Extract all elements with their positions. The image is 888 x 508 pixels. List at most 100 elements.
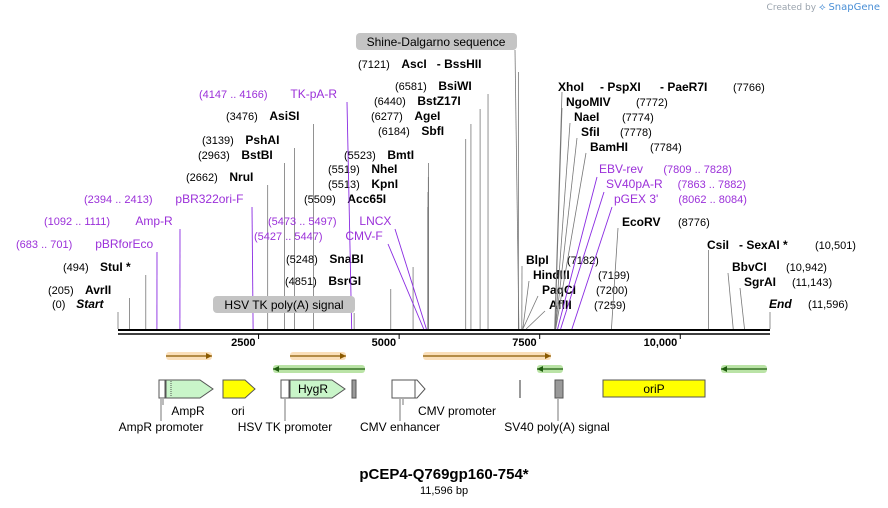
enzyme-name: AscI: [401, 57, 426, 71]
primer-name: pBRforEco: [95, 237, 153, 251]
enzyme-site-line: [522, 295, 539, 330]
enzyme-coordinate: (6184): [378, 126, 410, 138]
primer-line: [387, 243, 425, 330]
scale-tick-label: 10,000: [644, 337, 678, 349]
enzyme-name: SbfI: [421, 124, 444, 138]
enzyme-coordinate: (6277): [371, 111, 403, 123]
enzyme-name: PaqCI: [542, 283, 576, 297]
primer-range: (7809 .. 7828): [663, 164, 732, 176]
scale-tick-label: 2500: [231, 337, 255, 349]
primer-name: Amp-R: [135, 214, 173, 228]
primer-name: SV40pA-R: [606, 177, 663, 191]
enzyme-name: NruI: [229, 170, 253, 184]
enzyme-name: NaeI: [574, 110, 599, 124]
enzyme-name: BsrGI: [328, 274, 361, 288]
enzyme-name: PshAI: [245, 133, 279, 147]
feature-label: CMV promoter: [418, 404, 496, 418]
enzyme-coordinate: (205): [48, 285, 74, 297]
feature-label: CMV enhancer: [360, 420, 440, 434]
enzyme-name: StuI *: [100, 260, 131, 274]
feature-label: ori: [231, 404, 244, 418]
enzyme-coordinate: (5513): [328, 179, 360, 191]
primer-line: [557, 176, 598, 330]
primer-range: (8062 .. 8084): [678, 194, 747, 206]
enzyme-name: BsiWI: [438, 79, 471, 93]
primer-name: pBR322ori-F: [175, 192, 243, 206]
orf-orange-arrowhead-icon: [206, 353, 212, 359]
enzyme-coordinate: (7784): [650, 142, 682, 154]
enzyme-name: AgeI: [414, 109, 440, 123]
enzyme-name: BstZ17I: [417, 94, 460, 108]
enzyme-name: EcoRV: [622, 215, 660, 229]
enzyme-coordinate: (5523): [344, 150, 376, 162]
enzyme-coordinate: (2662): [186, 172, 218, 184]
enzyme-name: End: [769, 297, 792, 311]
enzyme-name: XhoI: [558, 80, 584, 94]
enzyme-coordinate: (6581): [395, 81, 427, 93]
enzyme-coordinate: (8776): [678, 217, 710, 229]
enzyme-name: BamHI: [590, 140, 628, 154]
primer-name: TK-pA-R: [290, 87, 337, 101]
enzyme-coordinate: (6440): [374, 96, 406, 108]
feature-label: HSV TK promoter: [238, 420, 332, 434]
primer-range: (1092 .. 1111): [44, 216, 110, 228]
hsv-tk-polya-feature: [351, 379, 357, 399]
enzyme-coordinate: (11,143): [792, 277, 832, 289]
enzyme-name: - PspXI: [600, 80, 641, 94]
enzyme-coordinate: (10,501): [815, 240, 856, 252]
enzyme-name: SfiI: [581, 125, 600, 139]
enzyme-coordinate: (494): [63, 262, 89, 274]
enzyme-name: AsiSI: [269, 109, 299, 123]
feature-label: AmpR: [171, 404, 205, 418]
plasmid-length: 11,596 bp: [419, 485, 469, 497]
orf-green-arrowhead-icon: [721, 366, 727, 372]
site-line: [514, 49, 520, 330]
enzyme-coordinate: (2963): [198, 150, 230, 162]
enzyme-name: Acc65I: [347, 192, 386, 206]
site-label: Shine-Dalgarno sequence: [367, 35, 506, 49]
enzyme-name: Start: [76, 297, 104, 311]
enzyme-coordinate: (7121): [358, 59, 390, 71]
cmv-enhancer-feature: [391, 379, 426, 399]
enzyme-coordinate: (5248): [286, 254, 318, 266]
orf-orange-arrowhead-icon: [340, 353, 346, 359]
enzyme-site-line: [554, 122, 571, 330]
enzyme-coordinate: (7766): [733, 82, 765, 94]
enzyme-site-line: [739, 287, 745, 330]
enzyme-coordinate: (7199): [598, 270, 630, 282]
enzyme-name: - PaeR7I: [660, 80, 707, 94]
primer-name: CMV-F: [345, 229, 382, 243]
enzyme-name: AvrII: [85, 283, 111, 297]
enzyme-name: KpnI: [371, 177, 398, 191]
orip-label: oriP: [643, 382, 664, 396]
hygr-feature: [289, 379, 346, 399]
primer-range: (5473 .. 5497): [268, 216, 337, 228]
enzyme-site-line: [525, 310, 546, 330]
enzyme-name: AflII: [549, 298, 572, 312]
hygr-label: HygR: [298, 382, 328, 396]
primer-range: (4147 .. 4166): [199, 89, 268, 101]
enzyme-site-line: [522, 280, 530, 330]
enzyme-name: CsiI: [707, 238, 729, 252]
enzyme-site-line: [727, 272, 734, 330]
primer-range: (683 .. 701): [16, 239, 72, 251]
primer-range: (5427 .. 5447): [254, 231, 323, 243]
enzyme-site-line: [611, 227, 619, 330]
enzyme-coordinate: (7772): [636, 97, 668, 109]
enzyme-coordinate: (5509): [304, 194, 336, 206]
scale-tick-label: 5000: [372, 337, 396, 349]
primer-range: (2394 .. 2413): [84, 194, 153, 206]
enzyme-coordinate: (3139): [202, 135, 234, 147]
enzyme-name: HindIII: [533, 268, 570, 282]
enzyme-coordinate: (7778): [620, 127, 652, 139]
enzyme-coordinate: (7259): [594, 300, 626, 312]
orip-feature: [602, 379, 706, 398]
enzyme-name: BlpI: [526, 253, 549, 267]
enzyme-name: BmtI: [387, 148, 414, 162]
site-label: HSV TK poly(A) signal: [224, 298, 343, 312]
enzyme-name: SnaBI: [329, 252, 363, 266]
enzyme-name: NheI: [371, 162, 397, 176]
enzyme-name: - SexAI *: [739, 238, 788, 252]
enzyme-coordinate: (5519): [328, 164, 360, 176]
